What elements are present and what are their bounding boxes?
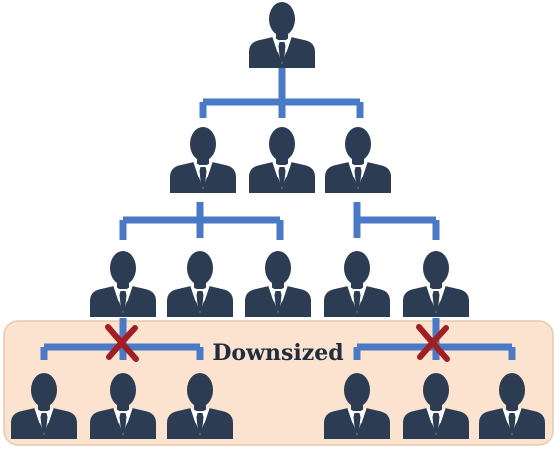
cross-mark-icon — [416, 324, 450, 362]
person-icon — [479, 373, 545, 439]
person-icon — [324, 251, 390, 317]
people-layer — [11, 2, 545, 439]
cross-marks — [105, 324, 450, 362]
downsized-label: Downsized — [212, 340, 343, 366]
person-icon — [249, 127, 315, 193]
person-icon — [403, 373, 469, 439]
person-icon — [249, 2, 315, 68]
person-icon — [325, 127, 391, 193]
cross-mark-icon — [105, 324, 139, 362]
person-icon — [403, 251, 469, 317]
person-icon — [167, 373, 233, 439]
person-icon — [170, 127, 236, 193]
person-icon — [11, 373, 77, 439]
person-icon — [90, 373, 156, 439]
person-icon — [324, 373, 390, 439]
person-icon — [245, 251, 311, 317]
person-icon — [167, 251, 233, 317]
person-icon — [90, 251, 156, 317]
